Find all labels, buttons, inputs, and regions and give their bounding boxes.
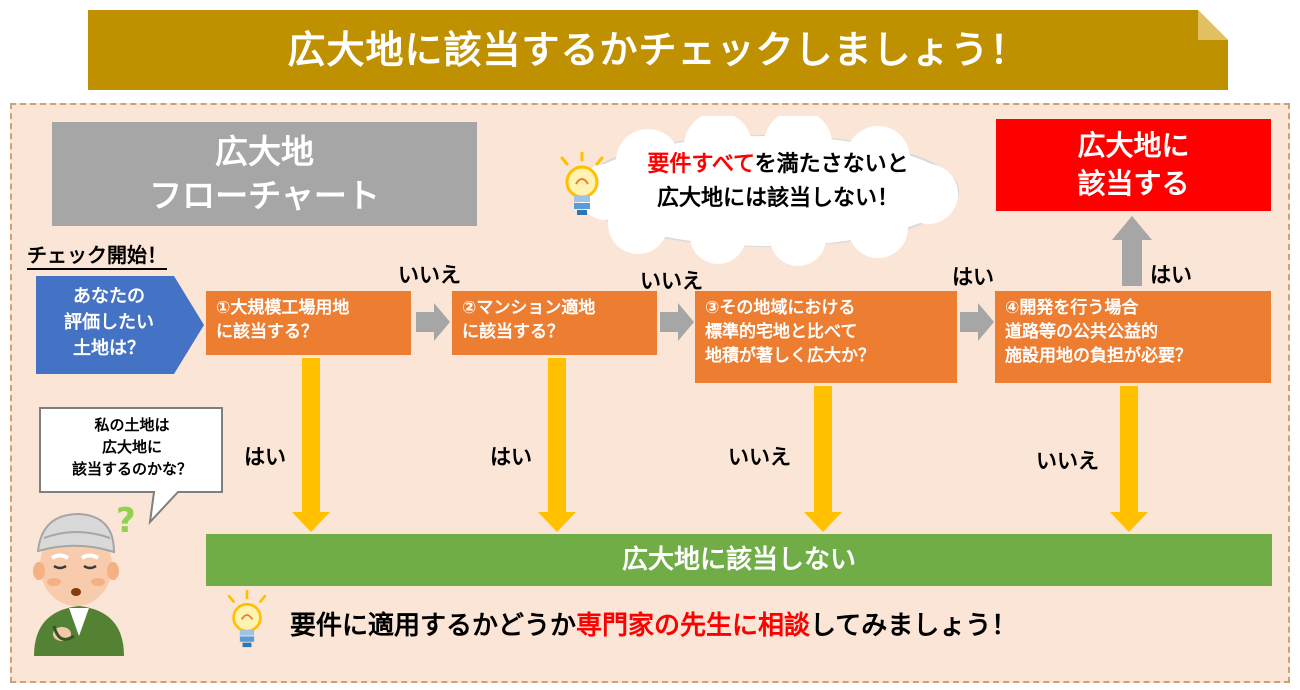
question-4-box: ④開発を行う場合 道路等の公共公益的 施設用地の負担が必要？ bbox=[995, 291, 1271, 383]
cloud-shape bbox=[577, 116, 959, 266]
result-applicable-line1: 広大地に bbox=[1077, 129, 1190, 162]
arrow-q1-q2 bbox=[416, 303, 450, 341]
bottom-advice-highlight: 専門家の先生に相談 bbox=[576, 611, 811, 641]
question-1-box: ①大規模工場用地 に該当する？ bbox=[206, 291, 411, 355]
question-2-line-1: ②マンション適地 bbox=[462, 298, 596, 318]
question-4-line-1: ④開発を行う場合 bbox=[1005, 298, 1139, 318]
svg-text:?: ? bbox=[116, 501, 136, 541]
arrow-q2-q3 bbox=[660, 303, 694, 341]
flowchart-title: 広大地 フローチャート bbox=[52, 122, 477, 226]
speech-bubble: 私の土地は 広大地に 該当するのかな？ bbox=[38, 406, 228, 526]
speech-line-3: 該当するのかな？ bbox=[71, 460, 192, 478]
cloud-line-2: 広大地には該当しない！ bbox=[656, 186, 899, 211]
start-box: あなたの 評価したい 土地は？ bbox=[36, 276, 204, 374]
start-line-3: 土地は？ bbox=[73, 338, 145, 359]
cloud-line-1-rest: を満たさないと bbox=[754, 152, 909, 177]
question-3-box: ③その地域における 標準的宅地と比べて 地積が著しく広大か？ bbox=[695, 291, 957, 383]
speech-text: 私の土地は 広大地に 該当するのかな？ bbox=[42, 414, 222, 480]
arrow-q3-no bbox=[804, 386, 842, 532]
elderly-person-icon: ? bbox=[33, 501, 136, 656]
label-q4-yes: はい bbox=[1150, 263, 1192, 287]
question-1-line-2: に該当する？ bbox=[216, 322, 318, 342]
label-q4-no: いいえ bbox=[1036, 449, 1099, 473]
cloud-line-1: 要件すべてを満たさないと bbox=[608, 148, 948, 182]
arrow-q1-no bbox=[292, 358, 330, 532]
banner-title: 広大地に該当するかチェックしましょう！ bbox=[287, 28, 1029, 72]
result-applicable-box: 広大地に 該当する bbox=[996, 119, 1271, 211]
start-line-1: あなたの bbox=[73, 286, 145, 307]
banner-shape bbox=[88, 10, 1228, 90]
lightbulb-icon-bottom bbox=[227, 590, 267, 648]
cloud-callout: 要件すべてを満たさないと 広大地には該当しない！ bbox=[558, 116, 978, 266]
arrow-q2-no bbox=[538, 358, 576, 532]
question-4-line-2: 道路等の公共公益的 bbox=[1005, 322, 1158, 342]
label-q2-yes: はい bbox=[490, 445, 532, 469]
bottom-advice: 要件に適用するかどうか専門家の先生に相談してみましょう！ bbox=[290, 606, 1017, 646]
question-3-line-3: 地積が著しく広大か？ bbox=[705, 346, 875, 366]
question-4-line-3: 施設用地の負担が必要？ bbox=[1005, 346, 1192, 366]
start-label: チェック開始！ bbox=[27, 242, 167, 270]
bottom-advice-part-3: してみましょう！ bbox=[810, 611, 1018, 641]
label-q2-no: いいえ bbox=[640, 269, 703, 293]
label-q3-no: いいえ bbox=[728, 445, 791, 469]
label-q1-yes: はい bbox=[244, 445, 286, 469]
label-q1-no: いいえ bbox=[398, 263, 461, 287]
start-arrow-shape bbox=[36, 276, 204, 374]
bottom-advice-part-1: 要件に適用するかどうか bbox=[290, 611, 577, 641]
flowchart-title-line2: フローチャート bbox=[149, 176, 380, 215]
question-2-line-2: に該当する？ bbox=[462, 322, 564, 342]
flowchart-title-line1: 広大地 bbox=[215, 132, 314, 171]
title-banner: 広大地に該当するかチェックしましょう！ bbox=[88, 10, 1228, 90]
cloud-text: 要件すべてを満たさないと 広大地には該当しない！ bbox=[608, 148, 948, 216]
question-3-line-1: ③その地域における bbox=[705, 298, 856, 318]
lightbulb-icon bbox=[560, 152, 604, 215]
result-not-applicable-bar: 広大地に該当しない bbox=[206, 534, 1272, 586]
arrow-q4-yes bbox=[1112, 216, 1152, 286]
start-line-2: 評価したい bbox=[64, 312, 154, 333]
arrow-q3-q4 bbox=[960, 303, 994, 341]
speech-line-1: 私の土地は bbox=[94, 416, 170, 434]
arrow-q4-no bbox=[1110, 386, 1148, 532]
label-q3-yes: はい bbox=[952, 265, 994, 289]
start-text: あなたの 評価したい 土地は？ bbox=[44, 284, 174, 362]
result-applicable-line2: 該当する bbox=[1077, 167, 1190, 200]
speech-line-2: 広大地に bbox=[101, 438, 162, 456]
cloud-highlight: 要件すべて bbox=[647, 152, 755, 177]
speech-bubble-shape bbox=[39, 407, 223, 525]
question-1-line-1: ①大規模工場用地 bbox=[216, 298, 350, 318]
question-3-line-2: 標準的宅地と比べて bbox=[705, 322, 858, 342]
question-2-box: ②マンション適地 に該当する？ bbox=[452, 291, 657, 355]
